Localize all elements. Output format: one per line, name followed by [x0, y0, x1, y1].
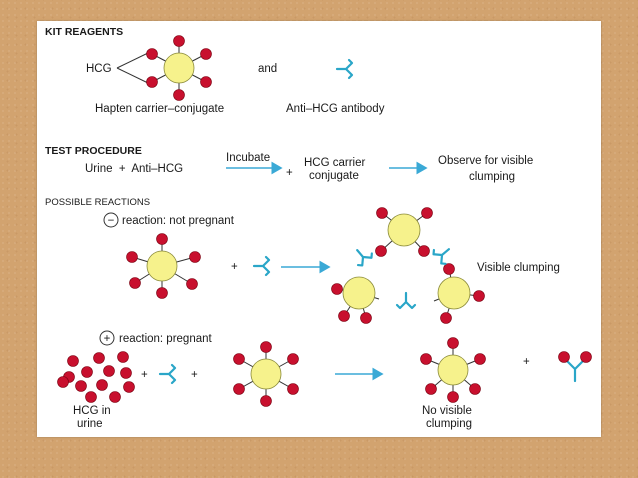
pregnancy-test-diagram: KIT REAGENTS HCG and Hapten carrier–conj…	[45, 26, 592, 430]
hcg-label: HCG	[86, 63, 112, 75]
observe-label-line1: Observe for visible	[438, 155, 533, 167]
negative-antibody-icon	[252, 255, 271, 277]
negative-sign-circle	[103, 212, 119, 228]
positive-plus-3: +	[523, 356, 530, 368]
hcg-in-urine-label-line2: urine	[77, 418, 103, 430]
antibody-hcg-complex-icon	[558, 351, 592, 383]
test-procedure-heading: TEST PROCEDURE	[45, 145, 142, 157]
hcg-pointer-line-bottom	[116, 67, 149, 84]
hcg-in-urine-dots	[57, 351, 135, 403]
anti-hcg-antibody-icon	[335, 58, 354, 80]
hapten-carrier-conjugate-icon	[146, 35, 212, 101]
positive-antibody-icon	[158, 363, 177, 385]
negative-reaction-label: reaction: not pregnant	[122, 215, 235, 227]
procedure-plus: +	[286, 167, 293, 179]
possible-reactions-heading: POSSIBLE REACTIONS	[45, 197, 150, 208]
negative-carrier-conjugate-icon	[126, 233, 201, 299]
positive-plus-1: +	[141, 369, 148, 381]
observe-label-line2: clumping	[469, 171, 515, 183]
positive-carrier-conjugate-icon	[233, 341, 299, 407]
positive-sign-circle	[99, 330, 115, 346]
positive-plus-2: +	[191, 369, 198, 381]
hcg-carrier-label-line1: HCG carrier	[304, 157, 366, 169]
anti-hcg-antibody-label: Anti–HCG antibody	[286, 103, 385, 115]
no-visible-clumping-label-line1: No visible	[422, 405, 472, 417]
hcg-in-urine-label-line1: HCG in	[73, 405, 111, 417]
kit-reagents-heading: KIT REAGENTS	[45, 26, 123, 38]
positive-sign: +	[104, 333, 111, 345]
positive-reaction-label: reaction: pregnant	[119, 333, 213, 345]
visible-clumping-label: Visible clumping	[477, 262, 560, 274]
hapten-carrier-label: Hapten carrier–conjugate	[95, 103, 224, 115]
no-visible-clumping-label-line2: clumping	[426, 418, 472, 430]
urine-anti-hcg-label: Urine + Anti–HCG	[85, 163, 183, 175]
negative-sign: −	[108, 215, 115, 227]
hcg-carrier-label-line2: conjugate	[309, 170, 359, 182]
no-clumping-carrier-conjugate-icon	[420, 337, 486, 403]
incubate-label: Incubate	[226, 152, 270, 164]
diagram-panel: KIT REAGENTS HCG and Hapten carrier–conj…	[37, 21, 601, 437]
visible-clumping-lattice	[331, 207, 485, 324]
hcg-pointer-line-top	[116, 52, 149, 69]
negative-plus: +	[231, 261, 238, 273]
and-label: and	[258, 63, 277, 75]
